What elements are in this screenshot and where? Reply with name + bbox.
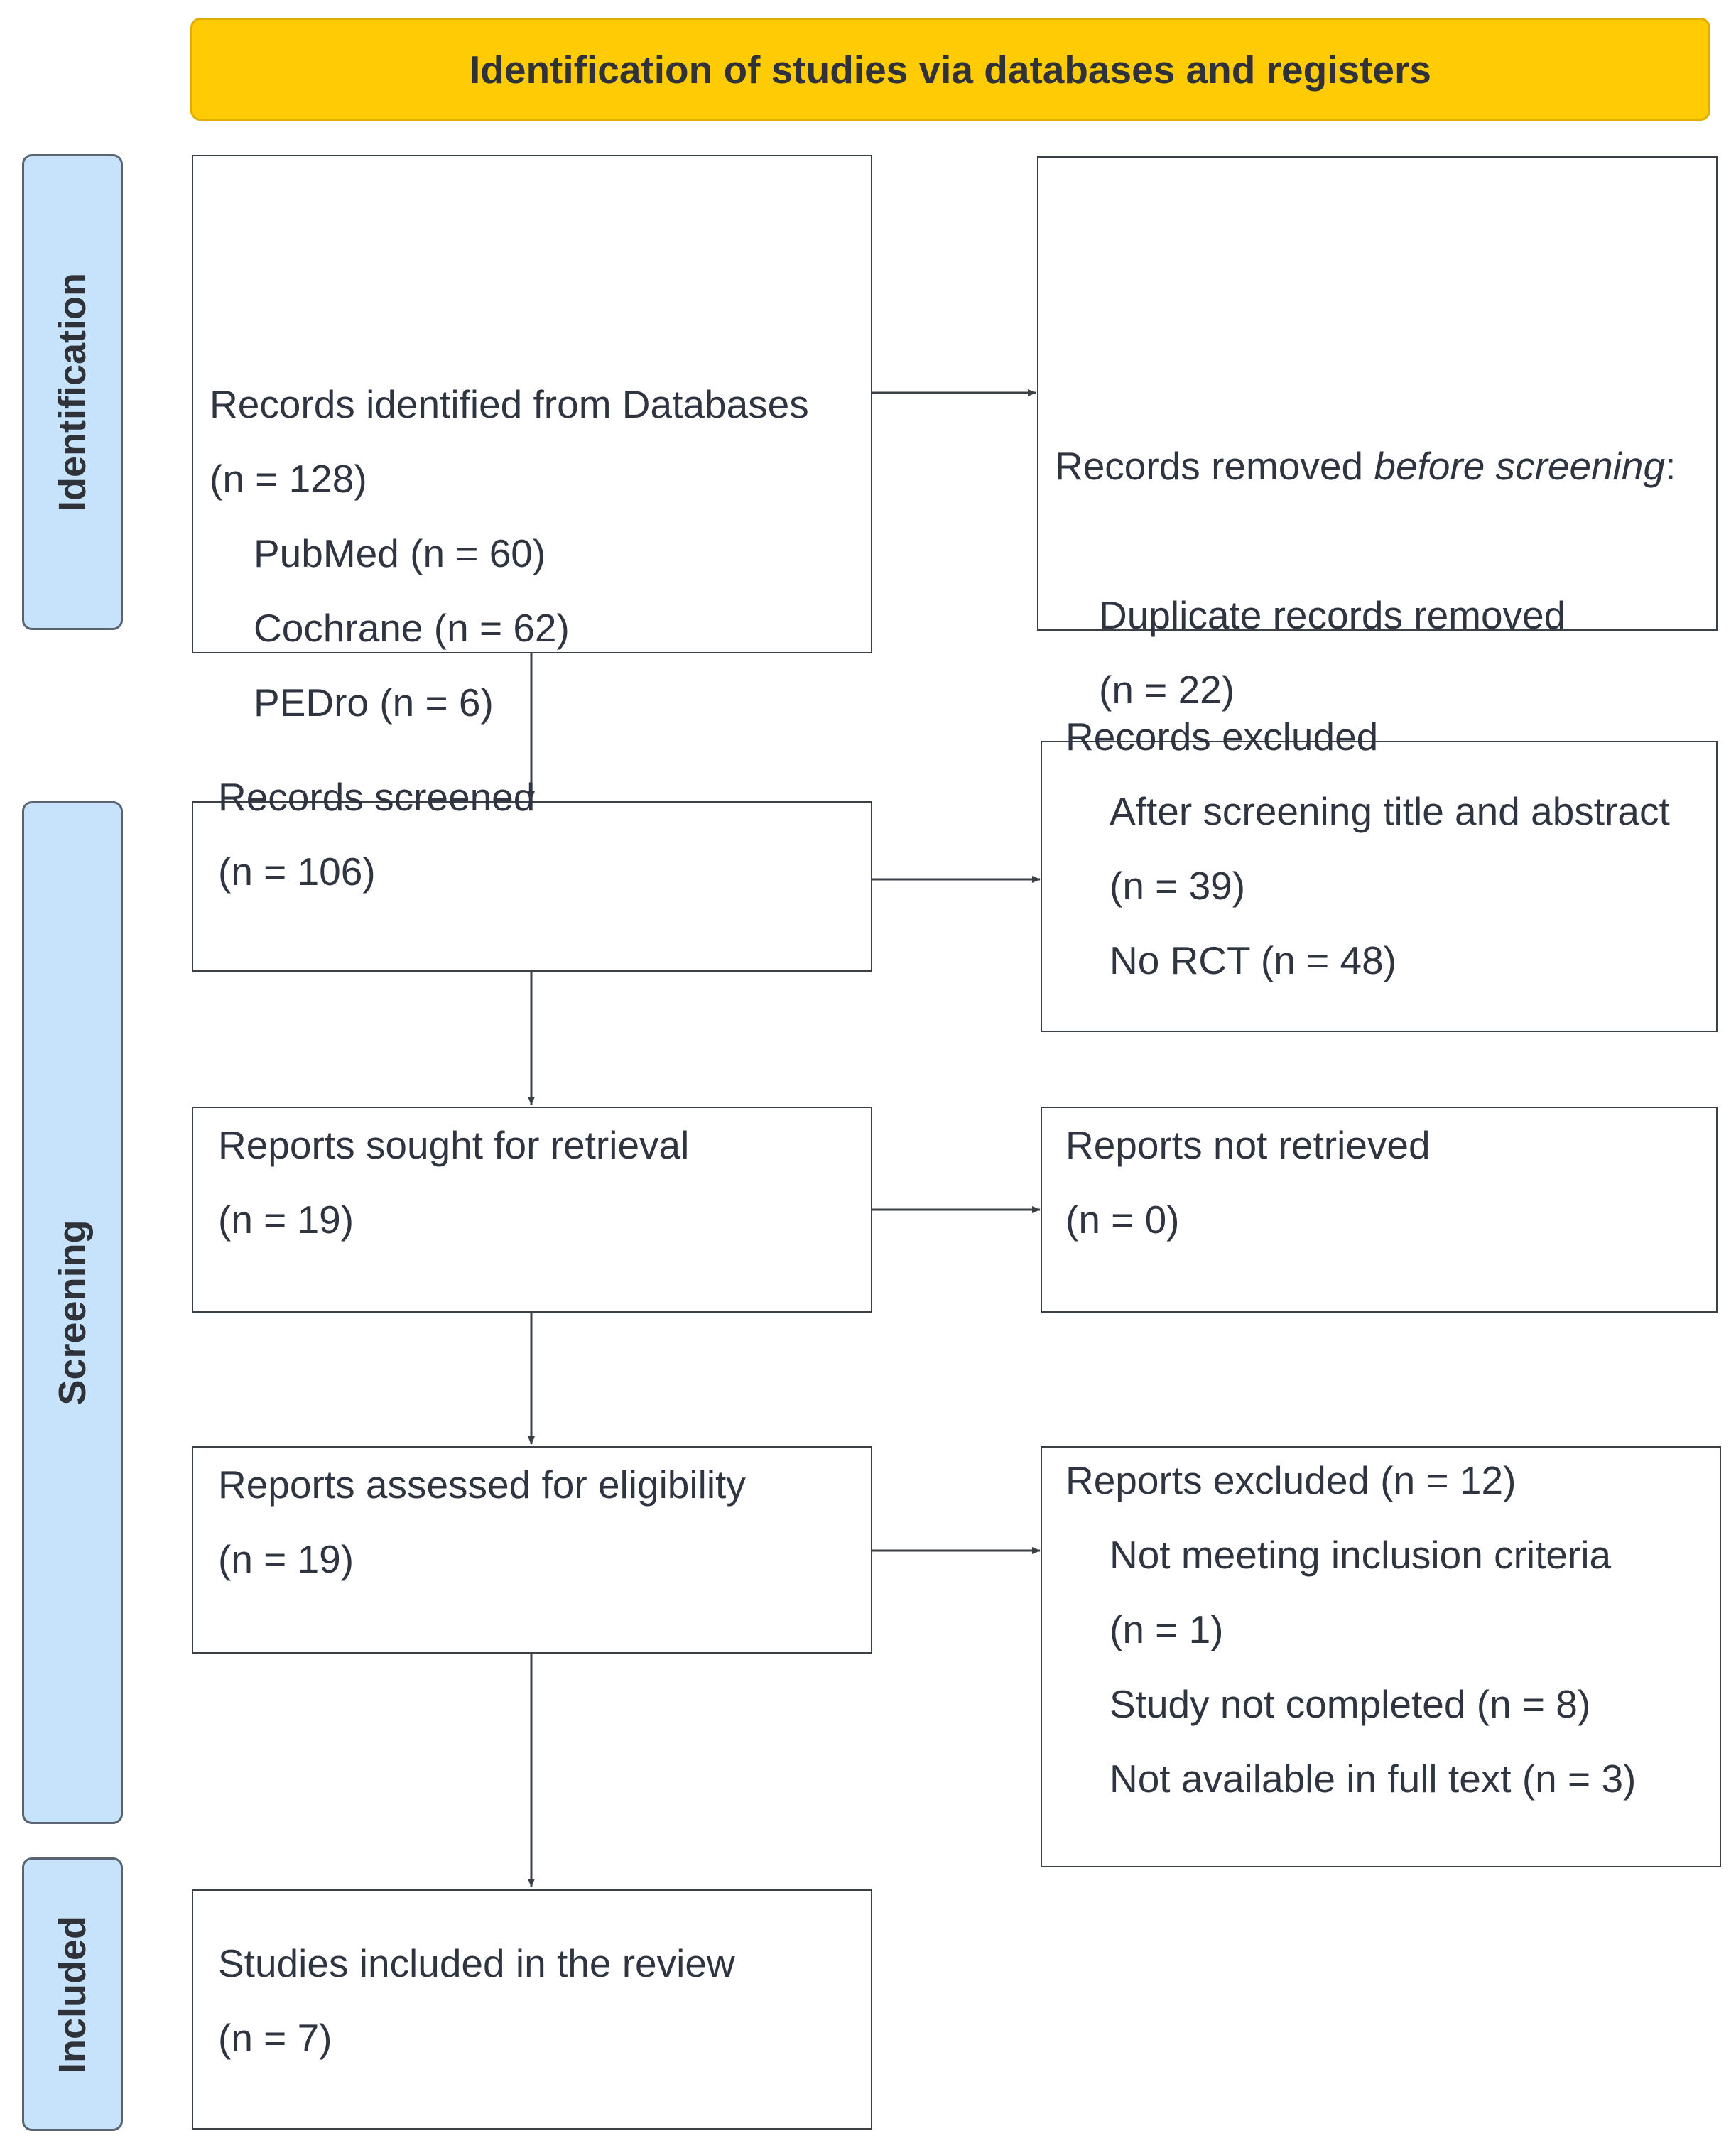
- phase-screening: Screening: [22, 801, 123, 1824]
- records-excluded-item-1: After screening title and abstract: [1110, 789, 1670, 833]
- reports-not-retrieved-title: Reports not retrieved: [1065, 1123, 1431, 1167]
- reports-excluded-item-1: Not meeting inclusion criteria: [1110, 1533, 1612, 1577]
- reports-excluded-box: Reports excluded (n = 12) Not meeting in…: [1041, 1446, 1721, 1867]
- records-removed-title: Records removed before screening:: [1055, 429, 1676, 504]
- records-excluded-item-3: No RCT (n = 48): [1110, 938, 1396, 982]
- reports-sought-title: Reports sought for retrieval: [218, 1123, 690, 1167]
- reports-assessed-count: (n = 19): [218, 1537, 354, 1581]
- phase-included: Included: [22, 1857, 123, 2131]
- reports-excluded-item-3: Study not completed (n = 8): [1110, 1682, 1591, 1726]
- duplicates-removed-label: Duplicate records removed: [1099, 593, 1566, 637]
- reports-excluded-item-4: Not available in full text (n = 3): [1110, 1757, 1637, 1801]
- reports-not-retrieved-box: Reports not retrieved (n = 0): [1041, 1107, 1718, 1313]
- records-screened-box: Records screened (n = 106): [192, 775, 872, 972]
- records-removed-title-suffix: :: [1665, 444, 1676, 488]
- header-banner: Identification of studies via databases …: [190, 18, 1710, 121]
- records-excluded-item-2: (n = 39): [1110, 864, 1246, 908]
- reports-sought-box: Reports sought for retrieval (n = 19): [192, 1107, 872, 1313]
- reports-not-retrieved-count: (n = 0): [1065, 1198, 1180, 1242]
- records-removed-title-italic: before screening: [1374, 444, 1666, 488]
- source-pubmed: PubMed (n = 60): [254, 531, 546, 575]
- records-excluded-box: Records excluded After screening title a…: [1041, 715, 1718, 1032]
- studies-included-box: Studies included in the review (n = 7): [192, 1889, 872, 2130]
- studies-included-count: (n = 7): [218, 2016, 332, 2060]
- records-identified-box: Records identified from Databases (n = 1…: [192, 155, 872, 725]
- records-screened-title: Records screened: [218, 775, 536, 819]
- phase-identification: Identification: [22, 154, 123, 630]
- records-removed-title-prefix: Records removed: [1055, 444, 1374, 488]
- reports-excluded-title: Reports excluded (n = 12): [1065, 1458, 1517, 1502]
- records-identified-count: (n = 128): [210, 457, 367, 501]
- reports-sought-count: (n = 19): [218, 1198, 354, 1242]
- reports-assessed-box: Reports assessed for eligibility (n = 19…: [192, 1446, 872, 1654]
- records-removed-box: Records removed before screening: Duplic…: [1037, 156, 1718, 712]
- reports-excluded-item-2: (n = 1): [1110, 1607, 1224, 1651]
- records-identified-title: Records identified from Databases: [210, 382, 809, 426]
- reports-assessed-title: Reports assessed for eligibility: [218, 1463, 746, 1507]
- records-excluded-title: Records excluded: [1065, 715, 1379, 759]
- records-screened-count: (n = 106): [218, 850, 376, 894]
- duplicates-removed-count: (n = 22): [1099, 668, 1235, 712]
- source-cochrane: Cochrane (n = 62): [254, 606, 570, 650]
- header-title: Identification of studies via databases …: [470, 47, 1431, 92]
- studies-included-title: Studies included in the review: [218, 1941, 735, 1985]
- source-pedro: PEDro (n = 6): [254, 680, 494, 725]
